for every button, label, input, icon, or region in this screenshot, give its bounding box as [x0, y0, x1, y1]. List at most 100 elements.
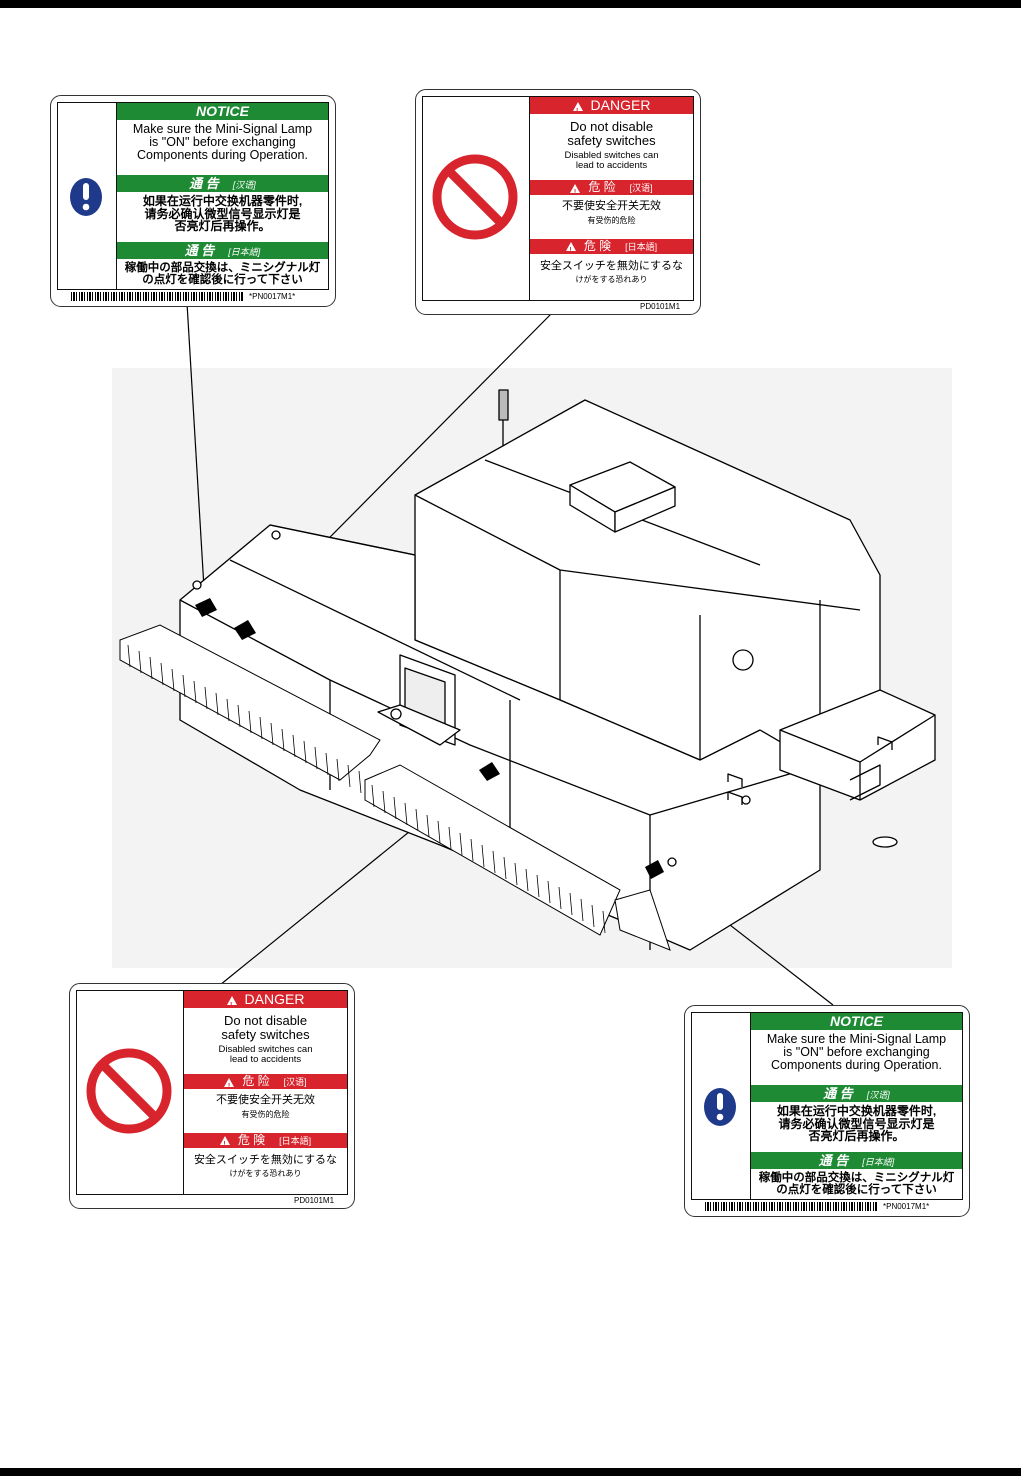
- notice-cn-text: 如果在运行中交换机器零件时, 请务必确认微型信号显示灯是 否亮灯后再操作。: [751, 1102, 962, 1152]
- notice-cn-header: 通 告 [汉语]: [751, 1085, 962, 1102]
- notice-cn-header: 通 告 [汉语]: [117, 175, 328, 192]
- prohibition-icon: [86, 1048, 172, 1134]
- feeder-slot: [393, 796, 397, 820]
- notice-english-text: Make sure the Mini-Signal Lamp is "ON" b…: [751, 1030, 962, 1085]
- notice-header: NOTICE: [751, 1013, 962, 1030]
- danger-cn-header-text: 危 险: [588, 180, 616, 195]
- feeder-slot: [270, 722, 274, 746]
- notice-label: NOTICE Make sure the Mini-Signal Lamp is…: [50, 95, 336, 307]
- danger-header: DANGER: [530, 97, 693, 120]
- danger-jp-tag: [日本語]: [625, 241, 658, 252]
- notice-cn-line: 如果在运行中交换机器零件时,: [142, 194, 303, 208]
- danger-label: DANGER Do not disable safety switches Di…: [69, 983, 355, 1209]
- danger-english-line: safety switches: [567, 132, 656, 148]
- feeder-slot: [371, 784, 375, 808]
- feeder-slot: [149, 656, 153, 680]
- warning-icon: [219, 1136, 230, 1152]
- notice-jp-line: 稼働中の部品交換は、ミニシグナル灯: [124, 262, 321, 274]
- notice-jp-line: の点灯を確認後に行って下さい: [142, 274, 303, 287]
- notice-english-line: is "ON" before exchanging: [149, 135, 296, 150]
- danger-header-text: DANGER: [244, 991, 305, 1007]
- notice-cn-line: 如果在运行中交换机器零件时,: [776, 1104, 937, 1118]
- danger-jp-text: 安全スイッチを無効にするな: [539, 259, 684, 272]
- notice-cn-line: 请务必确认微型信号显示灯是: [144, 206, 301, 221]
- feeder-slot: [591, 904, 595, 928]
- danger-header-text: DANGER: [590, 97, 651, 113]
- notice-jp-header-text: 通 告: [818, 1153, 849, 1168]
- notice-english-text: Make sure the Mini-Signal Lamp is "ON" b…: [117, 120, 328, 175]
- feeder-slot: [248, 710, 252, 734]
- notice-jp-tag: [日本語]: [228, 247, 261, 257]
- danger-jp-header: 危 険[日本語]: [184, 1132, 347, 1152]
- feeder-slot: [182, 674, 186, 698]
- danger-english-text: Do not disable safety switches: [530, 114, 693, 147]
- feeder-slot: [492, 850, 496, 874]
- danger-english-sub: Disabled switches can lead to accidents: [530, 147, 693, 179]
- notice-cn-tag: [汉语]: [232, 180, 256, 190]
- feeder-slot: [525, 868, 529, 892]
- feeder-slot: [415, 808, 419, 832]
- feeder-slot: [138, 650, 142, 674]
- notice-jp-header-text: 通 告: [184, 243, 215, 258]
- notice-cn-line: 否亮灯后再操作。: [174, 219, 271, 234]
- danger-english-sub: Disabled switches can lead to accidents: [184, 1041, 347, 1073]
- feeder-slot: [448, 826, 452, 850]
- notice-english-line: Components during Operation.: [137, 148, 308, 163]
- notice-jp-text: 稼働中の部品交換は、ミニシグナル灯 の点灯を確認後に行って下さい: [751, 1169, 962, 1196]
- notice-jp-header: 通 告 [日本語]: [117, 242, 328, 259]
- feeder-slot: [347, 764, 351, 788]
- feeder-slot: [281, 728, 285, 752]
- feeder-slot: [237, 704, 241, 728]
- danger-cn-header-text: 危 险: [242, 1074, 270, 1089]
- notice-jp-line: 稼働中の部品交換は、ミニシグナル灯: [758, 1172, 955, 1184]
- danger-cn-header: 危 险 [汉语]: [530, 180, 693, 200]
- bottom-border: [0, 1468, 1021, 1476]
- notice-jp-text: 稼働中の部品交換は、ミニシグナル灯 の点灯を確認後に行って下さい: [117, 259, 328, 286]
- feeder-slot: [325, 752, 329, 776]
- danger-cn-header: 危 险[汉语]: [184, 1074, 347, 1094]
- feeder-slot: [569, 892, 573, 916]
- feeder-slot: [426, 814, 430, 838]
- feeder-slot: [382, 790, 386, 814]
- danger-jp-sub: けがをする恐れあり: [575, 275, 648, 285]
- notice-jp-line: の点灯を確認後に行って下さい: [776, 1184, 937, 1197]
- danger-cn-tag: [汉语]: [629, 183, 653, 194]
- feeder-slot: [470, 838, 474, 862]
- feeder-slot: [226, 698, 230, 722]
- warning-icon: [565, 242, 576, 258]
- feeder-slot: [580, 898, 584, 922]
- notice-english-line: is "ON" before exchanging: [783, 1045, 930, 1060]
- notice-jp-header: 通 告 [日本語]: [751, 1152, 962, 1169]
- warning-icon: [572, 101, 583, 120]
- feeder-slot: [303, 740, 307, 764]
- feeder-slot: [193, 680, 197, 704]
- barcode: [71, 292, 243, 301]
- notice-cn-header-text: 通 告: [189, 176, 219, 191]
- danger-label: DANGER Do not disable safety switches Di…: [415, 89, 701, 315]
- danger-jp-header: 危 険[日本語]: [530, 238, 693, 258]
- notice-jp-tag: [日本語]: [862, 1157, 895, 1167]
- feeder-slot: [558, 886, 562, 910]
- notice-cn-header-text: 通 告: [823, 1086, 853, 1101]
- feeder-slot: [358, 770, 362, 794]
- feeder-slot: [314, 746, 318, 770]
- top-border: [0, 0, 1021, 8]
- exclamation-icon: [70, 178, 102, 216]
- notice-english-line: Make sure the Mini-Signal Lamp: [766, 1032, 947, 1046]
- feeder-slot: [336, 758, 340, 782]
- feeder-slot: [160, 662, 164, 686]
- prohibition-icon: [432, 154, 518, 240]
- notice-cn-tag: [汉语]: [866, 1090, 890, 1100]
- notice-header: NOTICE: [117, 103, 328, 120]
- danger-cn-sub: 有受伤的危险: [241, 1109, 290, 1119]
- danger-jp-sub: けがをする恐れあり: [229, 1169, 302, 1179]
- danger-cn-sub: 有受伤的危险: [587, 215, 636, 225]
- notice-cn-line: 否亮灯后再操作。: [808, 1129, 905, 1144]
- feeder-slot: [547, 880, 551, 904]
- danger-part-code: PD0101M1: [294, 1196, 335, 1205]
- feeder-slot: [459, 832, 463, 856]
- feeder-slot: [437, 820, 441, 844]
- feeder-slot: [404, 802, 408, 826]
- feeder-slot: [171, 668, 175, 692]
